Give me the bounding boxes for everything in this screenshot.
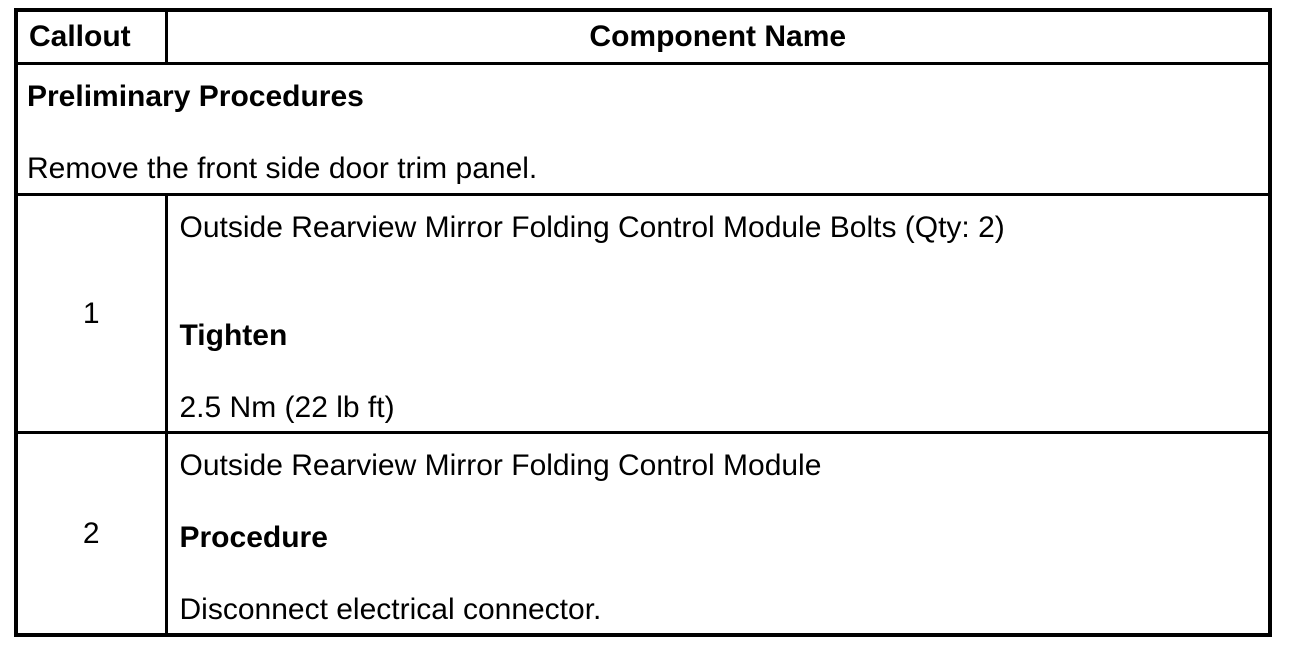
component-name-column-header: Component Name: [164, 8, 1272, 65]
callout-column-header: Callout: [14, 8, 168, 65]
action-detail: Disconnect electrical connector.: [179, 593, 602, 626]
action-heading: Procedure: [179, 521, 328, 554]
action-heading: Tighten: [179, 319, 288, 352]
table-row-1: 1 Outside Rearview Mirror Folding Contro…: [14, 193, 1272, 434]
table-header-row: Callout Component Name: [14, 8, 1272, 65]
callout-number: 2: [14, 431, 168, 637]
preliminary-procedures-row: Preliminary Procedures Remove the front …: [14, 62, 1272, 196]
component-name: Outside Rearview Mirror Folding Control …: [179, 211, 1005, 244]
preliminary-instruction: Remove the front side door trim panel.: [27, 152, 538, 185]
table-row-2: 2 Outside Rearview Mirror Folding Contro…: [14, 431, 1272, 637]
callout-number: 1: [14, 193, 168, 434]
action-detail: 2.5 Nm (22 lb ft): [179, 391, 395, 424]
component-name: Outside Rearview Mirror Folding Control …: [179, 449, 822, 482]
preliminary-procedures-title: Preliminary Procedures: [27, 80, 364, 113]
component-cell: Outside Rearview Mirror Folding Control …: [164, 193, 1272, 434]
component-cell: Outside Rearview Mirror Folding Control …: [164, 431, 1272, 637]
component-callout-table: Callout Component Name Preliminary Proce…: [14, 8, 1272, 637]
preliminary-procedures-cell: Preliminary Procedures Remove the front …: [14, 62, 1272, 196]
